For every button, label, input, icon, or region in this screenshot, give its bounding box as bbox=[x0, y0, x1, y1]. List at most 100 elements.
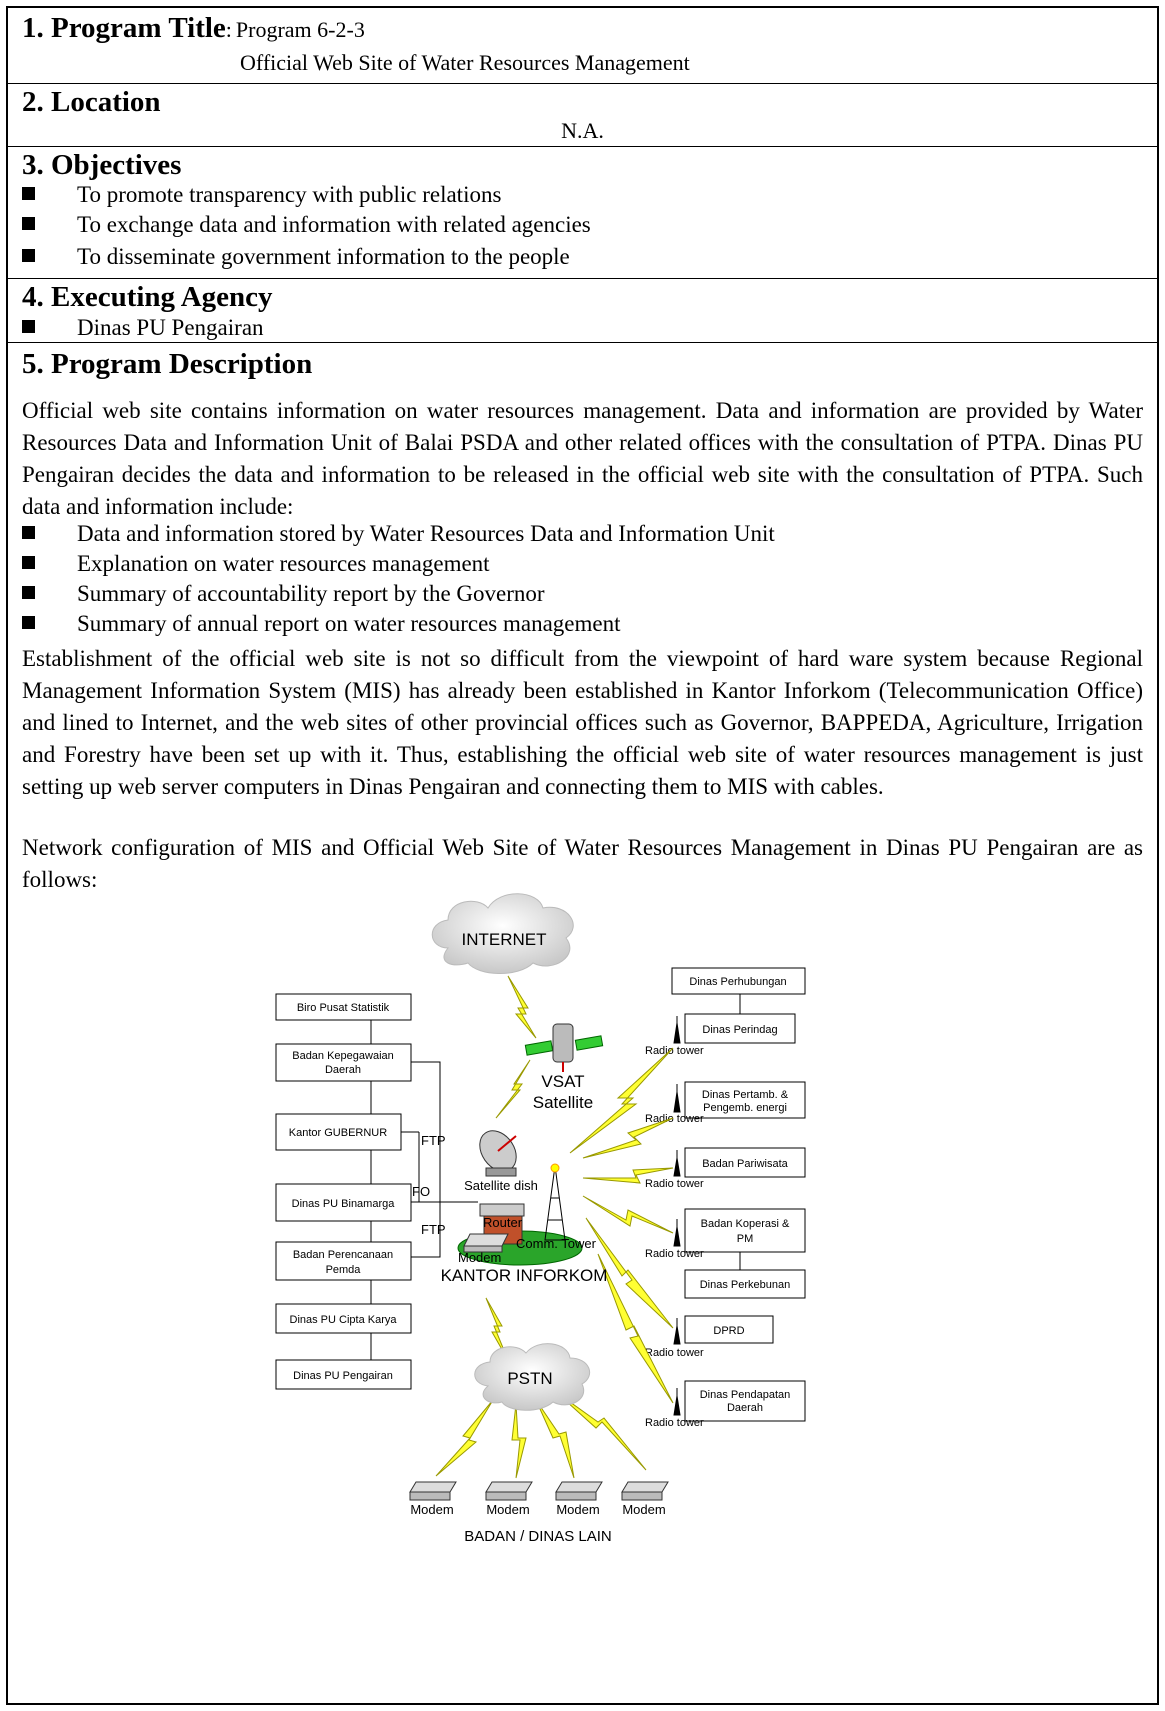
radio-tower-icons bbox=[673, 1016, 681, 1416]
box-label: Biro Pusat Statistik bbox=[297, 1002, 390, 1014]
box-badan-pariwisata bbox=[684, 1147, 806, 1178]
modem-icon bbox=[409, 1481, 457, 1501]
box-label: Daerah bbox=[325, 1064, 361, 1076]
radio-tower-icon bbox=[673, 1016, 681, 1044]
radio-tower-icon bbox=[673, 1388, 681, 1416]
radio-tower-label: Radio tower bbox=[645, 1347, 704, 1359]
comm-tower-icon bbox=[544, 1163, 566, 1241]
radio-tower-label: Radio tower bbox=[645, 1113, 704, 1125]
section-objectives: 3. Objectives To promote transparency wi… bbox=[8, 147, 1157, 279]
box-label: Dinas PU Binamarga bbox=[292, 1198, 396, 1210]
satellite-dish-icon bbox=[479, 1130, 517, 1177]
description-item: Data and information stored by Water Res… bbox=[22, 521, 775, 547]
box-dinas-pu-pengairan bbox=[275, 1359, 412, 1390]
lightning-icon bbox=[597, 1253, 674, 1404]
wireless-links bbox=[435, 975, 674, 1479]
internet-label: INTERNET bbox=[462, 930, 547, 949]
left-box-labels: Biro Pusat Statistik Badan Kepegawaian D… bbox=[289, 1002, 398, 1382]
box-label: Pengemb. energi bbox=[703, 1102, 787, 1114]
vsat-satellite-icon bbox=[524, 1023, 604, 1072]
box-dinas-pu-binamarga bbox=[275, 1183, 412, 1222]
section-program-description: 5. Program Description Official web site… bbox=[8, 343, 1157, 1703]
box-label: Dinas Perkebunan bbox=[700, 1279, 791, 1291]
box-badan-perencanaan bbox=[275, 1241, 412, 1281]
box-label: Badan Perencanaan bbox=[293, 1249, 393, 1261]
box-dinas-pertamb bbox=[684, 1081, 806, 1119]
description-item: Summary of annual report on water resour… bbox=[22, 611, 621, 637]
ftp-label: FTP bbox=[421, 1222, 446, 1237]
modem-icon bbox=[463, 1233, 509, 1253]
location-value: N.A. bbox=[561, 118, 604, 143]
lightning-icon bbox=[582, 1167, 674, 1184]
bottom-modem-labels: Modem Modem Modem Modem bbox=[410, 1502, 665, 1517]
box-biro-pusat-statistik bbox=[275, 993, 412, 1021]
radio-tower-icon bbox=[673, 1219, 681, 1247]
section-program-title: 1. Program Title: Program 6-2-3 Official… bbox=[8, 8, 1157, 84]
box-label: PM bbox=[737, 1233, 754, 1245]
modem-icon bbox=[621, 1481, 669, 1501]
box-dinas-perindag bbox=[684, 1013, 796, 1044]
box-dinas-perkebunan bbox=[684, 1269, 806, 1299]
program-sheet: 1. Program Title: Program 6-2-3 Official… bbox=[6, 6, 1159, 1705]
description-item: Explanation on water resources managemen… bbox=[22, 551, 490, 577]
radio-tower-icon bbox=[673, 1084, 681, 1113]
box-badan-koperasi bbox=[684, 1208, 806, 1253]
agency-item: Dinas PU Pengairan bbox=[22, 315, 264, 341]
modem-label: Modem bbox=[410, 1502, 453, 1517]
objective-item: To disseminate government information to… bbox=[22, 244, 570, 270]
right-boxes bbox=[671, 967, 806, 1422]
lightning-icon bbox=[495, 1059, 531, 1119]
box-label: Dinas PU Pengairan bbox=[293, 1370, 393, 1382]
internet-cloud-icon bbox=[431, 893, 574, 974]
box-label: Badan Kepegawaian bbox=[292, 1050, 394, 1062]
box-label: Dinas PU Cipta Karya bbox=[290, 1314, 398, 1326]
pstn-label: PSTN bbox=[507, 1369, 552, 1388]
box-dprd bbox=[684, 1315, 774, 1344]
lightning-icon bbox=[582, 1117, 674, 1159]
radio-tower-label: Radio tower bbox=[645, 1045, 704, 1057]
ftp-label: FTP bbox=[421, 1133, 446, 1148]
box-dinas-pendapatan bbox=[684, 1380, 806, 1422]
radio-tower-icon bbox=[673, 1150, 681, 1177]
section-location: 2. Location N.A. bbox=[8, 84, 1157, 147]
lightning-icon bbox=[507, 975, 537, 1039]
lightning-icon bbox=[569, 1047, 674, 1154]
radio-tower-label: Radio tower bbox=[645, 1178, 704, 1190]
box-label: Dinas Pendapatan bbox=[700, 1389, 791, 1401]
box-label: DPRD bbox=[713, 1325, 744, 1337]
box-dinas-pu-cipta-karya bbox=[275, 1303, 412, 1334]
radio-tower-label: Radio tower bbox=[645, 1417, 704, 1429]
description-heading: 5. Program Description bbox=[22, 348, 313, 380]
left-boxes bbox=[275, 993, 412, 1390]
executing-agency-heading: 4. Executing Agency bbox=[22, 281, 273, 313]
right-box-labels: Dinas Perhubungan Dinas Perindag Dinas P… bbox=[689, 976, 790, 1414]
modem-icon bbox=[485, 1481, 533, 1501]
fo-label: FO bbox=[412, 1184, 430, 1199]
modem-label: Modem bbox=[622, 1502, 665, 1517]
vsat-label: VSAT bbox=[541, 1072, 584, 1091]
lightning-icon bbox=[585, 1217, 674, 1329]
box-label: Dinas Perindag bbox=[702, 1024, 777, 1036]
pstn-cloud-icon bbox=[474, 1343, 591, 1411]
modem-label: Modem bbox=[556, 1502, 599, 1517]
objective-item: To exchange data and information with re… bbox=[22, 212, 591, 238]
kantor-inforkom-label: KANTOR INFORKOM bbox=[441, 1266, 608, 1285]
box-label: Daerah bbox=[727, 1402, 763, 1414]
description-paragraph-2: Establishment of the official web site i… bbox=[22, 646, 1143, 799]
location-heading: 2. Location bbox=[22, 86, 161, 118]
satellite-dish-label: Satellite dish bbox=[464, 1178, 538, 1193]
bottom-modems bbox=[409, 1481, 669, 1501]
radio-tower-label: Radio tower bbox=[645, 1248, 704, 1260]
box-badan-kepegawaian bbox=[275, 1043, 412, 1082]
description-item: Summary of accountability report by the … bbox=[22, 581, 545, 607]
box-label: Badan Koperasi & bbox=[701, 1218, 790, 1230]
box-label: Kantor GUBERNUR bbox=[289, 1127, 387, 1139]
left-connector-lines bbox=[370, 1020, 741, 1360]
lightning-icon bbox=[582, 1195, 674, 1234]
lightning-icon bbox=[435, 1399, 494, 1477]
box-dinas-perhubungan bbox=[671, 967, 806, 995]
radio-tower-icon bbox=[673, 1318, 681, 1345]
section-executing-agency: 4. Executing Agency Dinas PU Pengairan bbox=[8, 279, 1157, 343]
program-title-heading: 1. Program Title bbox=[22, 12, 226, 44]
description-paragraph-1: Official web site contains information o… bbox=[22, 398, 1143, 519]
